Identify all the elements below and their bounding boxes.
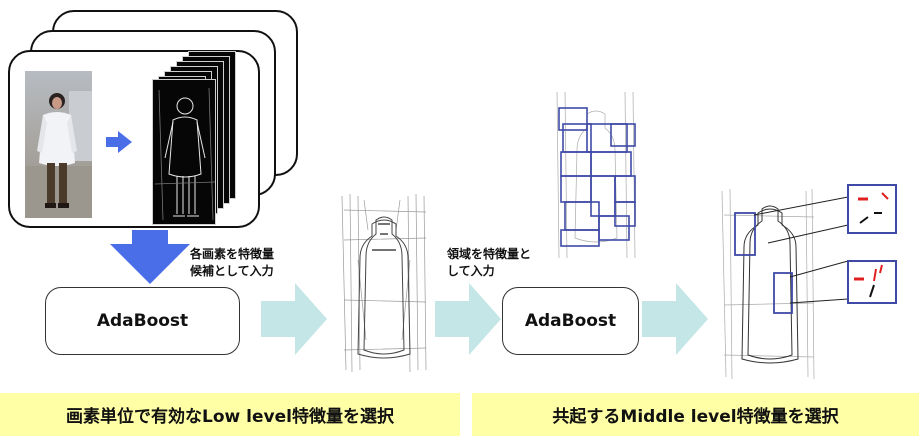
edge-figure-icon — [154, 87, 216, 221]
adaboost-right-label: AdaBoost — [524, 311, 617, 331]
flow-arrow-left-icon — [261, 283, 327, 355]
flow-arrow-middle-icon — [435, 283, 501, 355]
middle-level-banner-text: 共起するMiddle level特徴量を選択 — [552, 407, 839, 427]
right-input-note: 領域を特徴量と して入力 — [447, 247, 532, 278]
adaboost-left-label: AdaBoost — [96, 311, 189, 331]
small-arrow-icon — [106, 131, 132, 153]
bottle-edge-map — [338, 190, 430, 377]
middle-level-banner: 共起するMiddle level特徴量を選択 — [472, 393, 919, 436]
low-level-banner-text: 画素単位で有効なLow level特徴量を選択 — [66, 407, 394, 427]
low-level-banner: 画素単位で有効なLow level特徴量を選択 — [0, 393, 460, 436]
adaboost-left-box: AdaBoost — [45, 287, 240, 355]
left-input-note: 各画素を特徴量 候補として入力 — [190, 247, 275, 278]
pedestrian-photo-icon — [25, 71, 92, 218]
selected-features-map — [718, 184, 918, 385]
bottle-edge-icon — [341, 193, 427, 373]
down-arrow-icon — [110, 230, 190, 284]
adaboost-right-box: AdaBoost — [502, 287, 639, 355]
region-grid-icon — [553, 88, 639, 263]
flow-arrow-right-icon — [642, 283, 708, 355]
selected-features-icon — [721, 184, 897, 380]
region-grid — [553, 88, 639, 263]
pedestrian-photo — [25, 71, 92, 218]
